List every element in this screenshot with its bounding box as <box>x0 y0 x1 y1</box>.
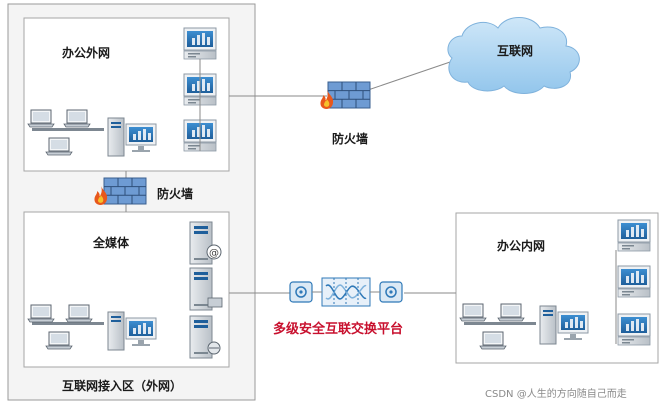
switch-icon <box>32 128 104 131</box>
svg-text:@: @ <box>209 248 219 259</box>
laptop-icon <box>497 303 525 322</box>
internet-label: 互联网 <box>497 44 534 58</box>
server-icon <box>107 311 157 351</box>
office-internal-net-label: 办公内网 <box>497 239 546 253</box>
monitor-icon <box>617 219 651 252</box>
media-server-icon <box>189 315 221 359</box>
laptop-icon <box>27 304 55 323</box>
server-icon <box>539 305 589 345</box>
mail-server-icon: @ <box>189 221 222 265</box>
laptop-icon <box>27 109 55 128</box>
exchange-node-icon <box>289 281 313 303</box>
internet-access-zone-label: 互联网接入区（外网） <box>62 379 183 393</box>
laptop-icon <box>459 303 487 322</box>
exchange-node-icon <box>379 281 403 303</box>
watermark: CSDN @人生的方向随自己而走 <box>485 389 627 400</box>
exchange-channel-icon <box>321 277 371 307</box>
monitor-icon <box>617 265 651 298</box>
laptop-icon <box>45 331 73 350</box>
laptop-icon <box>45 137 73 156</box>
monitor-icon <box>617 313 651 346</box>
firewall-left-label: 防火墙 <box>157 187 194 201</box>
laptop-icon <box>479 331 507 350</box>
firewall-icon <box>103 177 147 205</box>
link-firewall-to-internet <box>367 59 457 91</box>
firewall-icon <box>327 81 371 109</box>
switch-icon <box>464 322 536 325</box>
laptop-icon <box>63 109 91 128</box>
all-media-label: 全媒体 <box>93 236 130 250</box>
storage-server-icon <box>189 267 223 311</box>
exchange-platform-label: 多级安全互联交换平台 <box>273 322 404 337</box>
firewall-right-label: 防火墙 <box>332 132 369 146</box>
laptop-icon <box>65 304 93 323</box>
switch-icon <box>32 322 104 325</box>
monitor-icon <box>183 27 217 60</box>
cloud-icon <box>447 17 580 94</box>
office-external-net-label: 办公外网 <box>62 46 111 60</box>
server-icon <box>107 117 157 157</box>
